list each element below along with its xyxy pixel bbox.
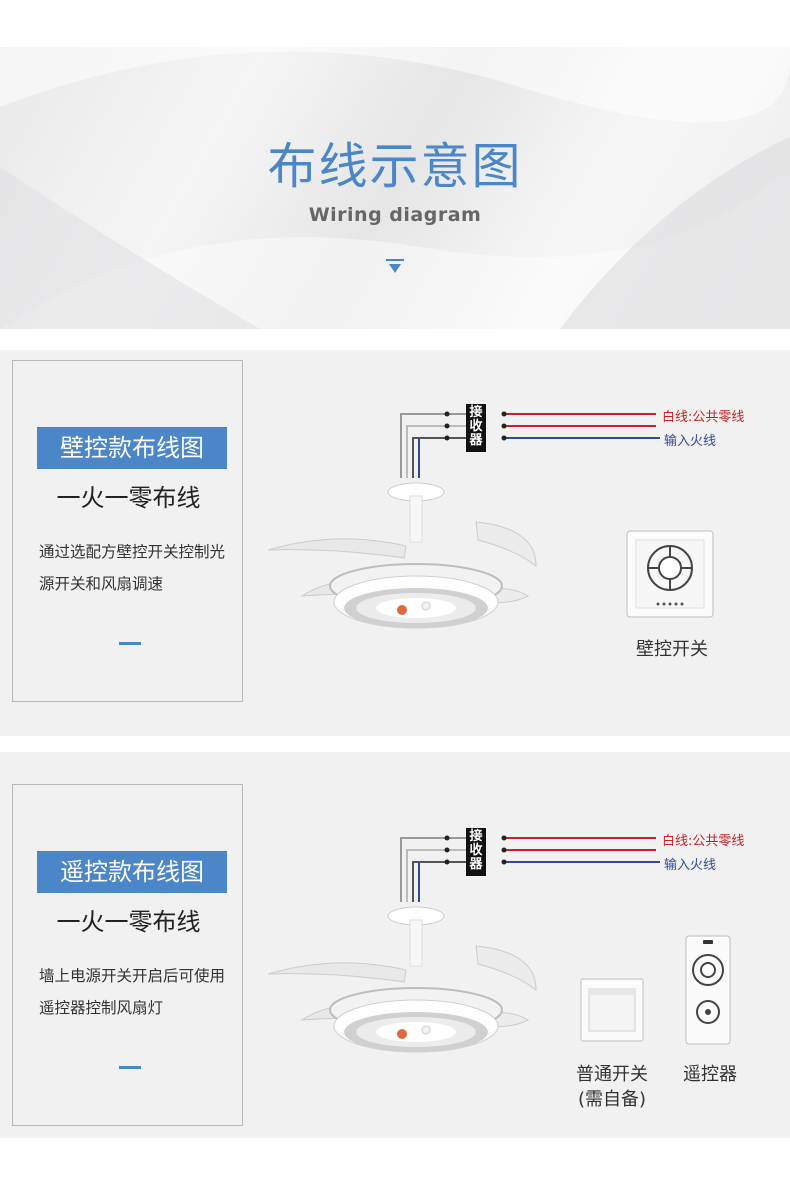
header-background: [0, 47, 790, 329]
card-dash: [119, 642, 141, 645]
white-wire-label: 白线:公共零线: [662, 410, 745, 425]
page-subtitle: Wiring diagram: [308, 204, 482, 226]
live-wire-label: 输入火线: [664, 434, 717, 449]
toggle-switch-icon: [580, 978, 644, 1042]
toggle-switch-caption-1: 普通开关: [576, 1064, 648, 1085]
card-title: 壁控款布线图: [37, 427, 227, 469]
chevron-down-icon: [386, 259, 404, 273]
ceiling-fan-icon: [267, 906, 537, 1053]
card-subtitle: 一火一零布线: [56, 908, 201, 936]
wall-control-section: 壁控款布线图 一火一零布线 通过选配方壁控开关控制光源开关和风扇调速 接收器: [0, 350, 790, 736]
remote-control-icon: [685, 935, 731, 1045]
wiring-lines: [400, 828, 660, 902]
remote-control-section: 遥控款布线图 一火一零布线 墙上电源开关开启后可使用遥控器控制风扇灯 接收器 白…: [0, 752, 790, 1138]
card-subtitle: 一火一零布线: [56, 484, 201, 512]
wall-control-card: 壁控款布线图 一火一零布线 通过选配方壁控开关控制光源开关和风扇调速: [12, 360, 243, 702]
page-title: 布线示意图: [267, 138, 523, 195]
card-description: 墙上电源开关开启后可使用遥控器控制风扇灯: [39, 967, 226, 1017]
remote-caption: 遥控器: [683, 1064, 737, 1085]
card-description: 通过选配方壁控开关控制光源开关和风扇调速: [39, 543, 226, 593]
card-title: 遥控款布线图: [37, 851, 227, 893]
header-banner: 布线示意图 Wiring diagram: [0, 47, 790, 329]
receiver-label: 接收器: [469, 405, 483, 448]
wiring-diagram: 接收器 白线:公共零线 输入火线 普通开关 (需自备): [260, 752, 790, 1138]
card-dash: [119, 1066, 141, 1069]
wall-switch-caption: 壁控开关: [636, 639, 708, 660]
receiver-label: 接收器: [469, 829, 483, 872]
white-wire-label: 白线:公共零线: [662, 834, 745, 849]
remote-control-card: 遥控款布线图 一火一零布线 墙上电源开关开启后可使用遥控器控制风扇灯: [12, 784, 243, 1126]
toggle-switch-caption-2: (需自备): [577, 1089, 647, 1110]
ceiling-fan-icon: [267, 482, 537, 629]
live-wire-label: 输入火线: [664, 858, 717, 873]
wiring-lines: [400, 404, 660, 478]
wall-switch-icon: [626, 530, 714, 618]
wiring-diagram: 接收器 白线:公共零线 输入火线: [260, 350, 790, 736]
